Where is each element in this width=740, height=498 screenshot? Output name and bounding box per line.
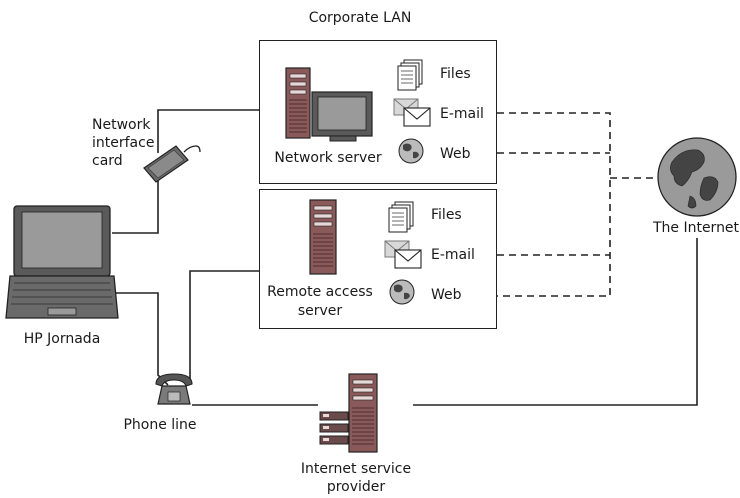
- line-laptop-to-nic: [112, 180, 159, 234]
- remote-access-server-icon: [309, 199, 337, 275]
- remote-access-label: Remote access: [267, 284, 373, 300]
- remote-access-label-line2: server: [297, 303, 343, 319]
- web-globe-icon: [398, 138, 424, 164]
- nic-label: Network: [92, 117, 151, 133]
- email-icon: [393, 98, 431, 127]
- line-laptop-to-phone: [112, 292, 169, 386]
- phone-label: Phone line: [123, 417, 197, 433]
- nic-label-line2: interface: [92, 135, 155, 151]
- web-globe-icon: [389, 279, 415, 305]
- laptop-label: HP Jornada: [23, 331, 101, 347]
- network-interface-card-icon: [143, 145, 201, 183]
- email-icon: [384, 240, 422, 269]
- files-icon: [388, 201, 414, 233]
- telephone-icon: [155, 373, 193, 405]
- laptop-icon: [5, 205, 119, 319]
- line-isp-to-internet: [413, 238, 698, 406]
- network-server-icon: [285, 67, 373, 142]
- nic-label-line3: card: [92, 153, 123, 169]
- service-label-email: E-mail: [440, 106, 484, 122]
- line-nic-to-server: [157, 109, 259, 153]
- service-label-email: E-mail: [431, 247, 475, 263]
- files-icon: [397, 59, 423, 91]
- remote-access-box: [259, 189, 497, 329]
- line-phone-to-remote: [189, 270, 259, 385]
- isp-label: Internet service: [300, 461, 412, 477]
- isp-server-icon: [319, 373, 378, 453]
- service-label-web: Web: [431, 287, 462, 303]
- internet-label: The Internet: [652, 220, 740, 236]
- service-label-files: Files: [431, 207, 462, 223]
- service-label-web: Web: [440, 146, 471, 162]
- network-server-label: Network server: [274, 150, 382, 166]
- corporate-lan-title: Corporate LAN: [308, 10, 412, 26]
- service-label-files: Files: [440, 66, 471, 82]
- dash-email-top: [497, 112, 611, 297]
- internet-globe-icon: [657, 137, 737, 217]
- isp-label-line2: provider: [326, 479, 386, 495]
